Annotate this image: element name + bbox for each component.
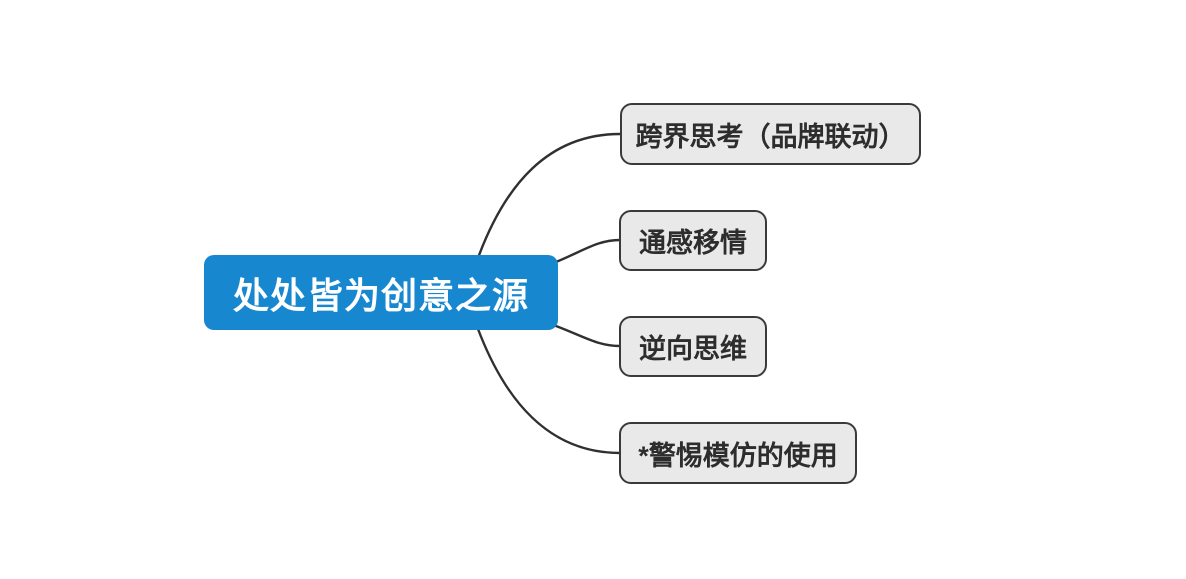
subtopic-node-synesthesia-empathy[interactable]: 通感移情 [619,210,767,271]
subtopic-node-cross-border-thinking[interactable]: 跨界思考（品牌联动） [620,103,921,165]
subtopic-label: 通感移情 [639,228,747,258]
connector-root-to-subtopic-1 [476,132,622,260]
subtopic-node-beware-imitation[interactable]: *警惕模仿的使用 [619,422,857,484]
subtopic-label: 逆向思维 [639,334,747,364]
root-topic-node[interactable]: 处处皆为创意之源 [204,255,558,330]
connector-root-to-subtopic-4 [476,327,622,455]
subtopic-label: *警惕模仿的使用 [638,440,838,471]
subtopic-label: 跨界思考（品牌联动） [635,121,906,152]
root-topic-label: 处处皆为创意之源 [232,274,529,316]
connector-root-to-subtopic-2 [554,238,622,264]
connector-root-to-subtopic-3 [554,324,622,348]
subtopic-node-reverse-thinking[interactable]: 逆向思维 [619,316,767,377]
